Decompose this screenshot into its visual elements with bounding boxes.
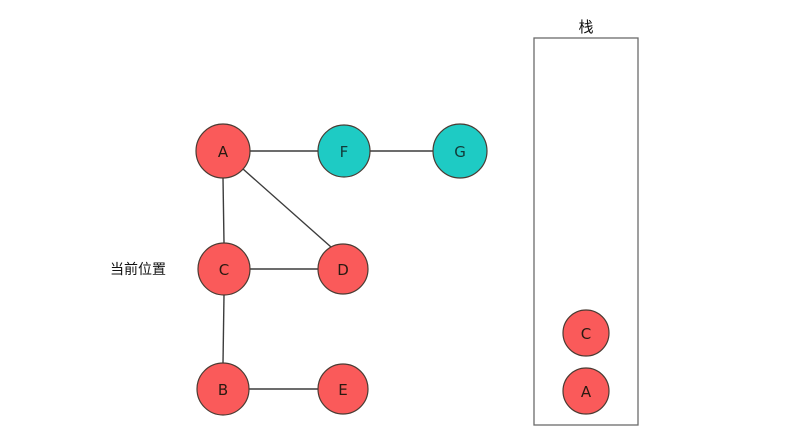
graph-edge-a-c xyxy=(222,177,225,244)
annotations-layer: 当前位置 xyxy=(110,261,166,278)
graph-node-g[interactable]: G xyxy=(432,123,488,179)
annotation-current-position: 当前位置 xyxy=(110,261,166,278)
graph-edge-c-b xyxy=(222,294,225,364)
stack-panel-title: 栈 xyxy=(578,18,593,36)
graph-node-c[interactable]: C xyxy=(197,242,251,296)
graph-nodes-layer: A F G C D B E xyxy=(195,123,488,416)
node-circle-a xyxy=(195,123,251,179)
graph-node-f[interactable]: F xyxy=(317,124,371,178)
graph-node-d[interactable]: D xyxy=(317,243,369,295)
graph-edge-a-d xyxy=(242,168,332,248)
node-circle-e xyxy=(317,363,369,415)
graph-node-b[interactable]: B xyxy=(196,362,250,416)
node-circle-b xyxy=(196,362,250,416)
stack-panel-layer: 栈 CA xyxy=(533,18,639,426)
stack-item-circle-c xyxy=(562,309,610,357)
graph-node-a[interactable]: A xyxy=(195,123,251,179)
graph-node-e[interactable]: E xyxy=(317,363,369,415)
node-circle-f xyxy=(317,124,371,178)
stack-item-a[interactable]: A xyxy=(562,367,610,415)
node-circle-d xyxy=(317,243,369,295)
stack-item-c[interactable]: C xyxy=(562,309,610,357)
stack-panel-frame xyxy=(533,37,639,426)
node-circle-c xyxy=(197,242,251,296)
stack-item-circle-a xyxy=(562,367,610,415)
node-circle-g xyxy=(432,123,488,179)
graph-edges-layer xyxy=(222,150,433,390)
